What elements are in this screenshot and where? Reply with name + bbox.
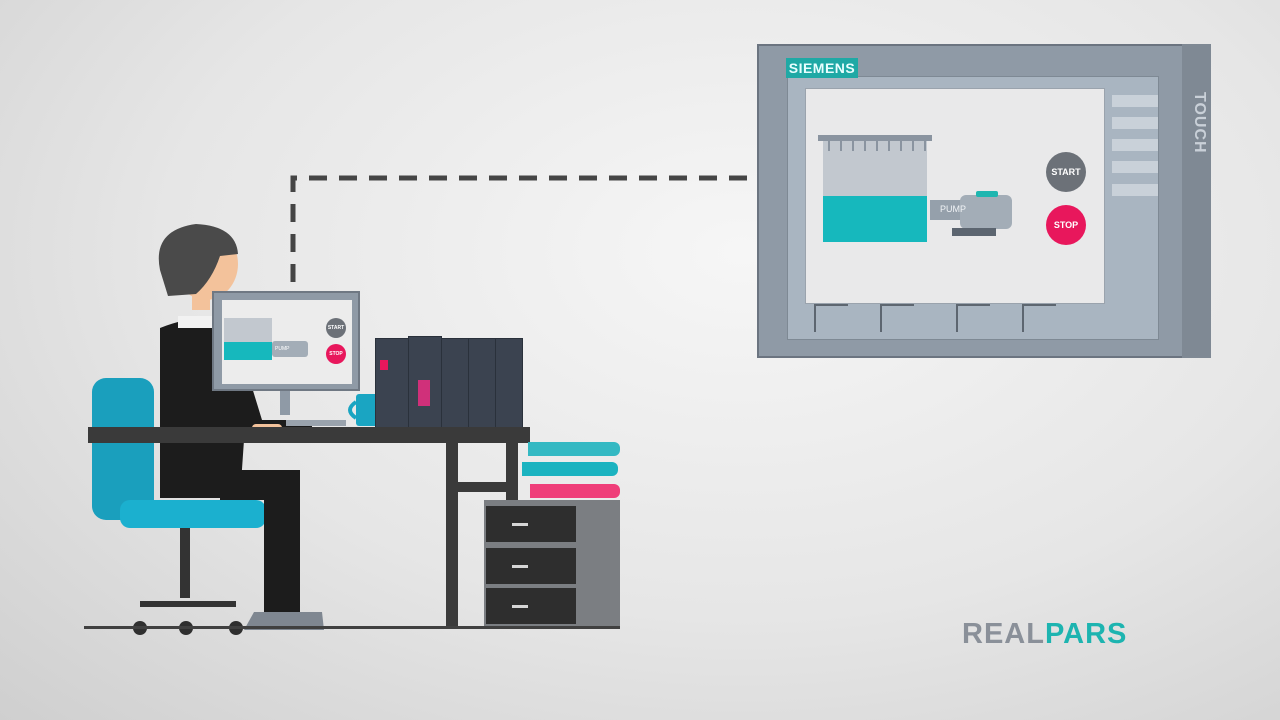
hmi-softkey-2[interactable]	[1112, 117, 1158, 129]
tank-tick	[864, 141, 866, 151]
realpars-logo: REALPARS	[962, 618, 1127, 651]
plc-power-module	[375, 338, 409, 430]
hmi-tank-liquid	[823, 196, 927, 242]
drawer-handle	[512, 605, 528, 608]
tank-tick	[924, 141, 926, 151]
desk-top	[88, 427, 530, 443]
plc-cpu-port	[418, 380, 430, 406]
pump-indicator	[976, 191, 998, 197]
logo-real: REAL	[962, 618, 1045, 650]
desk-crossbar	[458, 482, 518, 492]
drawer-handle	[512, 523, 528, 526]
plc-indicator	[380, 360, 388, 370]
pump-base	[952, 228, 996, 236]
siemens-logo: SIEMENS	[786, 58, 858, 78]
plc-io-module-2	[468, 338, 496, 430]
start-button[interactable]: START	[1046, 152, 1086, 192]
plc-io-module-1	[441, 338, 469, 430]
tank-tick	[828, 141, 830, 151]
monitor-tank-liquid	[224, 342, 272, 360]
stop-button[interactable]: STOP	[1046, 205, 1086, 245]
monitor-pump-label: PUMP	[272, 341, 308, 357]
tank-tick	[888, 141, 890, 151]
drawer-2[interactable]	[486, 548, 576, 584]
drawer-handle	[512, 565, 528, 568]
hmi-function-key-2[interactable]	[880, 304, 914, 332]
tank-tick	[852, 141, 854, 151]
hmi-function-key-3[interactable]	[956, 304, 990, 332]
hmi-softkey-1[interactable]	[1112, 95, 1158, 107]
hmi-softkey-3[interactable]	[1112, 139, 1158, 151]
book-teal-top	[528, 442, 620, 456]
plc-io-module-3	[495, 338, 523, 430]
logo-pars: PARS	[1044, 618, 1128, 650]
drawer-1[interactable]	[486, 506, 576, 542]
monitor-stand	[280, 391, 290, 415]
desk-leg-left	[446, 443, 458, 626]
tank-tick	[900, 141, 902, 151]
hmi-side-strip	[1182, 44, 1211, 358]
desk-leg-right	[506, 443, 518, 503]
hmi-tank-rim	[818, 135, 932, 141]
hmi-softkey-5[interactable]	[1112, 184, 1158, 196]
hmi-function-key-4[interactable]	[1022, 304, 1056, 332]
tank-tick	[912, 141, 914, 151]
monitor-start-button[interactable]: START	[326, 318, 346, 338]
tank-tick	[840, 141, 842, 151]
hmi-softkey-4[interactable]	[1112, 161, 1158, 173]
monitor-stop-button[interactable]: STOP	[326, 344, 346, 364]
pump-icon	[960, 195, 1012, 229]
book-teal	[522, 462, 618, 476]
touch-label: TOUCH	[1191, 92, 1208, 154]
book-pink	[530, 484, 620, 498]
pump-inlet	[930, 200, 966, 220]
hmi-function-key-1[interactable]	[814, 304, 848, 332]
tank-tick	[876, 141, 878, 151]
drawer-3[interactable]	[486, 588, 576, 624]
pump-label: PUMP	[940, 204, 967, 214]
floor-line	[84, 626, 620, 629]
